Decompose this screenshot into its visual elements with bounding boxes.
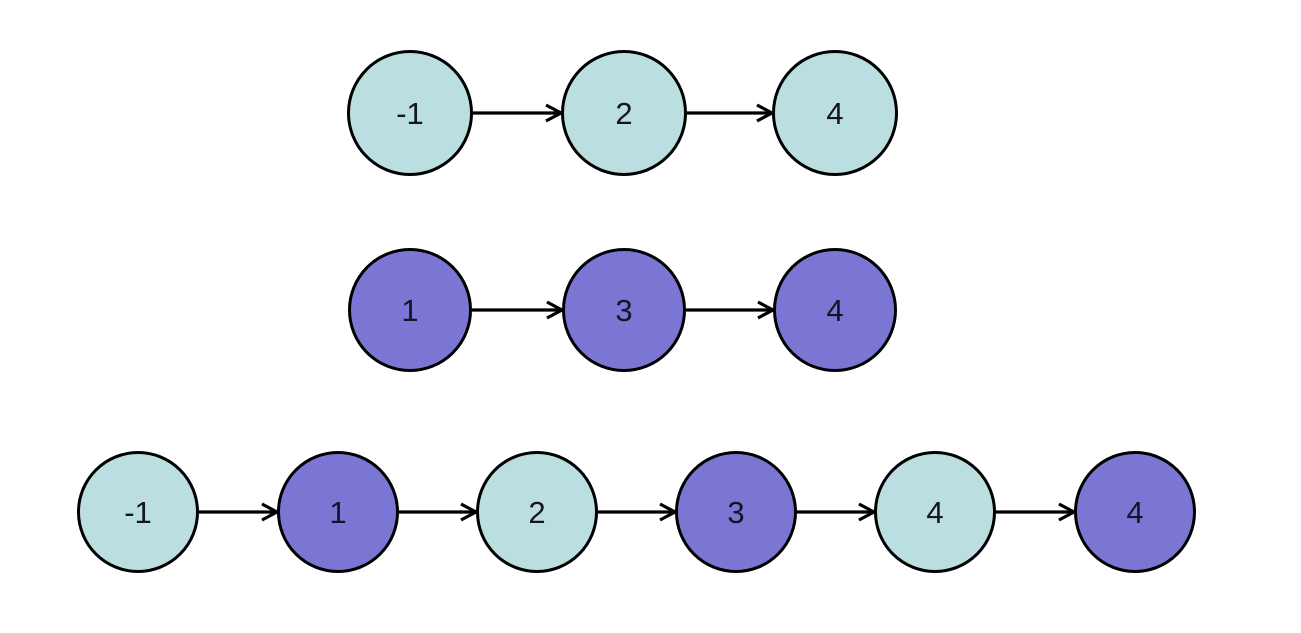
node-list-merged-1[interactable]: 1 [277, 451, 399, 573]
node-label: -1 [124, 494, 152, 530]
node-list-a-0[interactable]: -1 [347, 50, 473, 176]
node-label: 4 [826, 95, 844, 131]
node-label: 4 [1126, 494, 1144, 530]
edge-arrow [399, 502, 480, 522]
edge-arrow [199, 502, 281, 522]
node-list-merged-0[interactable]: -1 [77, 451, 199, 573]
edge-arrow [472, 300, 566, 320]
node-list-b-0[interactable]: 1 [348, 248, 472, 372]
node-label: 1 [329, 494, 347, 530]
node-list-b-1[interactable]: 3 [562, 248, 686, 372]
node-list-b-2[interactable]: 4 [773, 248, 897, 372]
edge-arrow [473, 103, 565, 123]
node-list-merged-5[interactable]: 4 [1074, 451, 1196, 573]
node-label: 4 [926, 494, 944, 530]
edge-arrow [687, 103, 776, 123]
edge-arrow [598, 502, 679, 522]
edge-arrow [686, 300, 777, 320]
node-list-a-2[interactable]: 4 [772, 50, 898, 176]
edge-arrow [797, 502, 878, 522]
node-label: 3 [615, 292, 633, 328]
node-label: 4 [826, 292, 844, 328]
node-label: 1 [401, 292, 419, 328]
edge-arrow [996, 502, 1078, 522]
node-label: 3 [727, 494, 745, 530]
node-list-merged-3[interactable]: 3 [675, 451, 797, 573]
node-label: 2 [615, 95, 633, 131]
node-label: 2 [528, 494, 546, 530]
node-label: -1 [396, 95, 424, 131]
node-list-merged-4[interactable]: 4 [874, 451, 996, 573]
node-list-merged-2[interactable]: 2 [476, 451, 598, 573]
node-list-a-1[interactable]: 2 [561, 50, 687, 176]
